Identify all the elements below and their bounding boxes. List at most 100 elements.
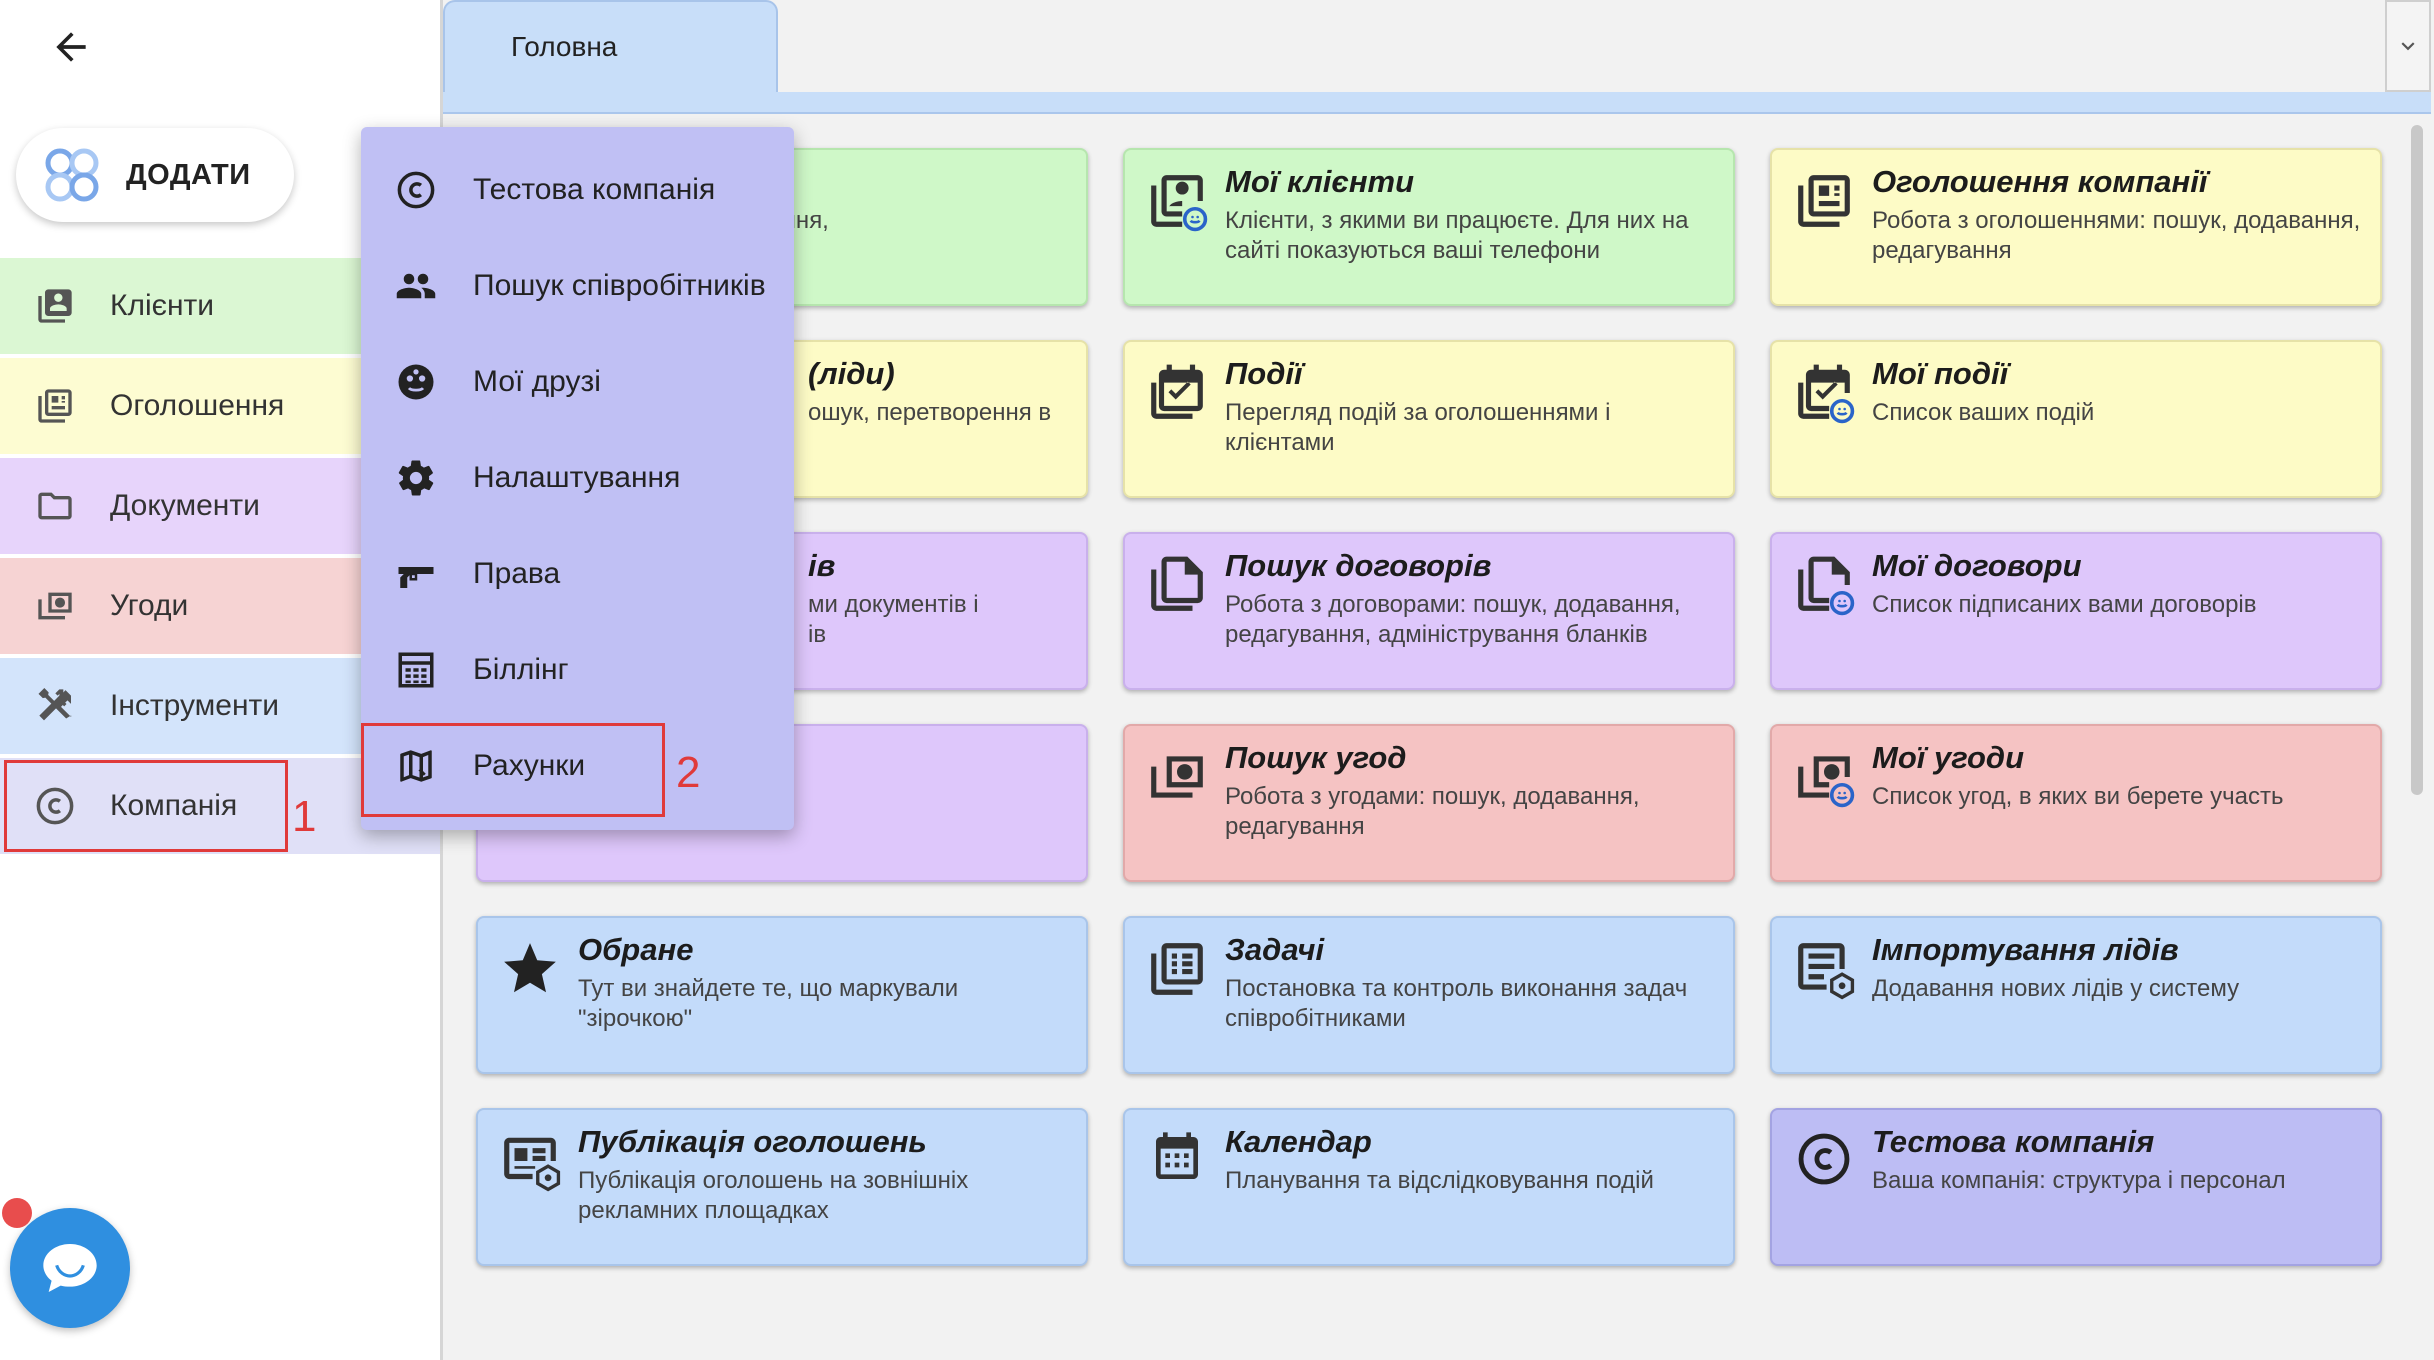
deals-icon xyxy=(32,583,78,629)
ads-icon xyxy=(1792,170,1856,234)
calendar-check-icon xyxy=(1145,362,1209,426)
menu-item-label: Права xyxy=(473,557,561,590)
card-title: Події xyxy=(1225,356,1303,391)
card-desc: Робота з договорами: пошук, додавання, р… xyxy=(1225,591,1681,648)
menu-item-billing[interactable]: Біллінг xyxy=(361,622,794,718)
documents-icon xyxy=(1145,554,1209,618)
star-icon xyxy=(498,938,562,1002)
sidebar-item-label: Оголошення xyxy=(110,389,285,422)
card-title: Пошук договорів xyxy=(1225,548,1492,583)
card-my-deals[interactable]: Мої угоди Список угод, в яких ви берете … xyxy=(1770,724,2382,882)
add-logo-icon xyxy=(40,143,104,207)
menu-item-friends[interactable]: Мої друзі xyxy=(361,334,794,430)
card-desc: Тут ви знайдете те, що маркували "зірочк… xyxy=(578,975,959,1032)
tab-home[interactable]: Головна xyxy=(443,0,778,92)
menu-item-label: Налаштування xyxy=(473,461,681,494)
tasks-icon xyxy=(1145,938,1209,1002)
my-clients-icon xyxy=(1145,170,1209,234)
card-events[interactable]: Події Перегляд подій за оголошеннями і к… xyxy=(1123,340,1735,498)
menu-item-employee-search[interactable]: Пошук співробітників xyxy=(361,238,794,334)
card-import-leads[interactable]: Імпортування лідів Додавання нових лідів… xyxy=(1770,916,2382,1074)
card-my-events[interactable]: Мої події Список ваших подій xyxy=(1770,340,2382,498)
tab-strip xyxy=(443,92,2431,114)
sidebar-item-label: Компанія xyxy=(110,789,238,822)
card-desc: Робота з оголошеннями: пошук, додавання,… xyxy=(1872,207,2361,264)
card-title: Обране xyxy=(578,932,694,967)
company-popup-menu: Тестова компанія Пошук співробітників Мо… xyxy=(361,127,794,830)
card-title: Імпортування лідів xyxy=(1872,932,2179,967)
card-title: ів xyxy=(808,548,836,583)
card-title: Мої клієнти xyxy=(1225,164,1415,199)
gear-icon xyxy=(393,455,439,501)
import-icon xyxy=(1792,938,1856,1002)
tools-icon xyxy=(32,683,78,729)
add-button[interactable]: ДОДАТИ xyxy=(16,128,294,222)
card-desc: ошук, перетворення в xyxy=(808,399,1052,426)
card-title: Пошук угод xyxy=(1225,740,1407,775)
people-icon xyxy=(393,263,439,309)
scrollbar-thumb[interactable] xyxy=(2411,125,2423,795)
my-contracts-icon xyxy=(1792,554,1856,618)
card-desc: Публікація оголошень на зовнішніх реклам… xyxy=(578,1167,969,1224)
publish-icon xyxy=(498,1130,562,1194)
card-title: Календар xyxy=(1225,1124,1372,1159)
chat-bubble-icon xyxy=(43,1244,97,1292)
chevron-down-icon xyxy=(2401,42,2415,51)
menu-item-label: Рахунки xyxy=(473,749,586,782)
sidebar-item-label: Клієнти xyxy=(110,289,215,322)
card-my-contracts[interactable]: Мої договори Список підписаних вами дого… xyxy=(1770,532,2382,690)
card-desc: Перегляд подій за оголошеннями і клієнта… xyxy=(1225,399,1611,456)
card-deals-search[interactable]: Пошук угод Робота з угодами: пошук, дода… xyxy=(1123,724,1735,882)
annotation-number-1: 1 xyxy=(292,792,317,841)
card-title: Мої угоди xyxy=(1872,740,2025,775)
card-desc-line: ів xyxy=(808,621,827,648)
card-title: Мої події xyxy=(1872,356,2009,391)
back-arrow-icon[interactable] xyxy=(46,22,96,72)
card-desc: Клієнти, з якими ви працюєте. Для них на… xyxy=(1225,207,1689,264)
menu-item-label: Пошук співробітників xyxy=(473,269,766,302)
menu-item-label: Тестова компанія xyxy=(473,173,716,206)
card-desc: Планування та відслідковування подій xyxy=(1225,1167,1654,1194)
card-ads-publish[interactable]: Публікація оголошень Публікація оголошен… xyxy=(476,1108,1088,1266)
billing-icon xyxy=(393,647,439,693)
card-title: Задачі xyxy=(1225,932,1325,967)
menu-item-label: Мої друзі xyxy=(473,365,601,398)
card-contracts-search[interactable]: Пошук договорів Робота з договорами: пош… xyxy=(1123,532,1735,690)
menu-item-test-company[interactable]: Тестова компанія xyxy=(361,142,794,238)
ads-icon xyxy=(32,383,78,429)
menu-item-settings[interactable]: Налаштування xyxy=(361,430,794,526)
card-favorites[interactable]: Обране Тут ви знайдете те, що маркували … xyxy=(476,916,1088,1074)
add-button-label: ДОДАТИ xyxy=(126,158,251,191)
menu-item-rights[interactable]: Права xyxy=(361,526,794,622)
copyright-icon xyxy=(32,783,78,829)
annotation-box-1 xyxy=(4,760,288,852)
friends-icon xyxy=(393,359,439,405)
annotation-box-2 xyxy=(361,723,665,817)
tab-bar: Головна xyxy=(443,0,2434,92)
rights-icon xyxy=(393,551,439,597)
menu-item-label: Біллінг xyxy=(473,653,569,686)
deals-icon xyxy=(1145,746,1209,810)
clients-icon xyxy=(32,283,78,329)
card-desc: Постановка та контроль виконання задач с… xyxy=(1225,975,1688,1032)
card-company-ads[interactable]: Оголошення компанії Робота з оголошенням… xyxy=(1770,148,2382,306)
card-desc: Список ваших подій xyxy=(1872,399,2095,426)
tabs-dropdown-button[interactable] xyxy=(2385,0,2431,92)
menu-item-invoices[interactable]: Рахунки xyxy=(361,718,794,814)
map-icon xyxy=(393,743,439,789)
sidebar-item-label: Інструменти xyxy=(110,689,280,722)
card-test-company[interactable]: Тестова компанія Ваша компанія: структур… xyxy=(1770,1108,2382,1266)
card-calendar[interactable]: Календар Планування та відслідковування … xyxy=(1123,1108,1735,1266)
tab-label: Головна xyxy=(511,31,618,62)
sidebar-item-label: Документи xyxy=(110,489,260,522)
copyright-icon xyxy=(1792,1130,1856,1194)
card-title: Мої договори xyxy=(1872,548,2082,583)
card-tasks[interactable]: Задачі Постановка та контроль виконання … xyxy=(1123,916,1735,1074)
chat-button[interactable] xyxy=(10,1208,130,1328)
folder-icon xyxy=(32,483,78,529)
calendar-icon xyxy=(1145,1130,1209,1194)
card-my-clients[interactable]: Мої клієнти Клієнти, з якими ви працюєте… xyxy=(1123,148,1735,306)
my-deals-icon xyxy=(1792,746,1856,810)
card-title: Оголошення компанії xyxy=(1872,164,2208,199)
my-events-icon xyxy=(1792,362,1856,426)
